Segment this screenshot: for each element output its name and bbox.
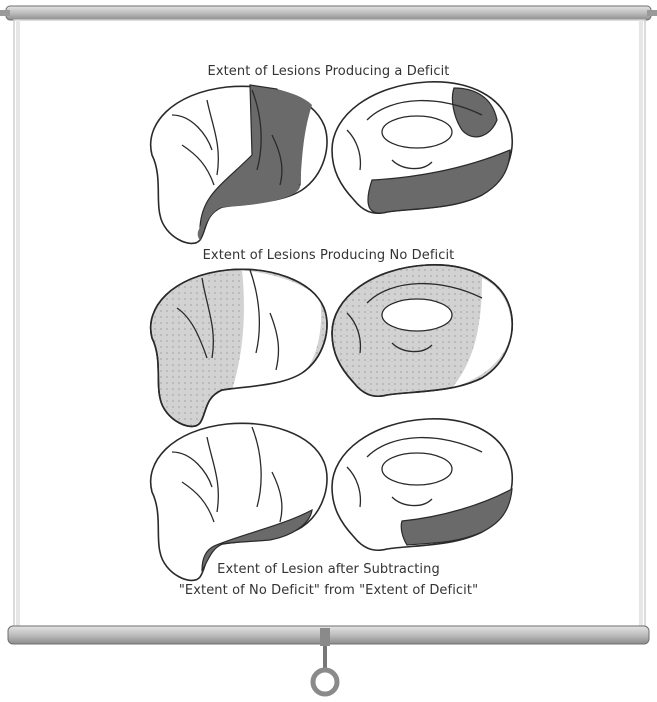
caption-subtracted-line1: Extent of Lesion after Subtracting <box>217 562 440 577</box>
lateral-brain-subtracted <box>149 422 328 582</box>
caption-no-deficit: Extent of Lesions Producing No Deficit <box>202 248 455 263</box>
panel-subtracted <box>149 418 513 582</box>
screen-sheet <box>13 19 646 629</box>
medial-brain-deficit <box>331 81 513 215</box>
lateral-brain-deficit <box>149 84 328 245</box>
pull-ring[interactable] <box>310 667 340 697</box>
top-left-cap <box>0 10 10 16</box>
panel-deficit <box>149 81 513 245</box>
top-right-cap <box>647 10 657 16</box>
panel-no-deficit <box>149 264 513 428</box>
lateral-brain-no-deficit <box>149 268 328 428</box>
top-roller-bar <box>5 5 652 21</box>
medial-brain-subtracted <box>331 418 513 552</box>
caption-subtracted-line2: "Extent of No Deficit" from "Extent of D… <box>178 583 479 598</box>
medial-brain-no-deficit <box>331 264 513 398</box>
caption-deficit: Extent of Lesions Producing a Deficit <box>207 64 450 79</box>
